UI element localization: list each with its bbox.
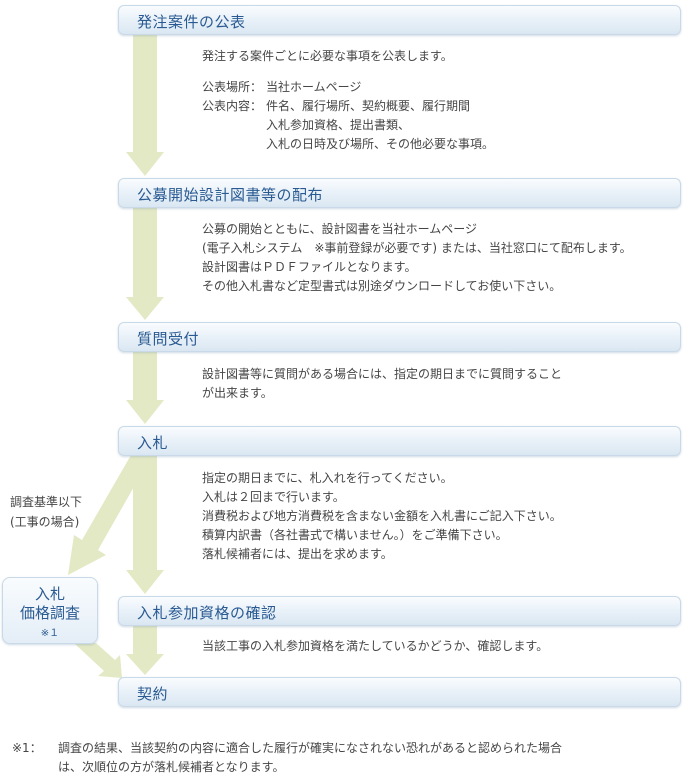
- step-bar-publication: 発注案件の公表: [118, 5, 681, 35]
- desc-line: 指定の期日までに、札入れを行ってください。: [202, 471, 453, 485]
- price-check-line1: 入札: [34, 585, 65, 603]
- desc-line: その他入札書など定型書式は別途ダウンロードしてお使い下さい。: [202, 279, 562, 293]
- place-label: 公表場所：: [202, 80, 263, 94]
- step-bar-contract: 契約: [118, 677, 681, 707]
- content-line: 入札参加資格、提出書類、: [266, 118, 411, 132]
- arrow-step1-to-step2: [126, 33, 164, 176]
- place-value: 当社ホームページ: [266, 80, 362, 94]
- desc-line: 落札候補者には、提出を求めます。: [202, 547, 393, 561]
- step-title: 入札: [137, 434, 169, 452]
- price-check-line2: 価格調査: [19, 604, 80, 622]
- footnote-mark: ※1：: [12, 741, 42, 755]
- desc-line: 公募の開始とともに、設計図書を当社ホームページ: [202, 222, 478, 236]
- step3-description: 設計図書等に質問がある場合には、指定の期日までに質問すること が出来ます。: [202, 365, 562, 403]
- step1-description: 発注する案件ごとに必要な事項を公表します。 公表場所：当社ホームページ 公表内容…: [202, 47, 494, 154]
- step1-intro: 発注する案件ごとに必要な事項を公表します。: [202, 49, 453, 63]
- step4-description: 指定の期日までに、札入れを行ってください。 入札は２回まで行います。 消費税およ…: [202, 469, 562, 564]
- content-line: 入札の日時及び場所、その他必要な事項。: [266, 137, 495, 151]
- desc-line: 設計図書はＰＤＦファイルとなります。: [202, 260, 417, 274]
- step-bar-document-distribution: 公募開始設計図書等の配布: [118, 178, 681, 208]
- step-bar-bidding: 入札: [118, 426, 681, 456]
- arrow-step5-to-contract: [126, 624, 164, 675]
- desc-line: 当該工事の入札参加資格を満たしているかどうか、確認します。: [202, 639, 549, 653]
- step-title: 公募開始設計図書等の配布: [137, 186, 324, 204]
- condition-line: (工事の場合): [10, 515, 80, 529]
- footnote-line: 調査の結果、当該契約の内容に適合した履行が確実になされない恐れがあると認められた…: [58, 741, 563, 755]
- desc-line: 入札は２回まで行います。: [202, 490, 345, 504]
- desc-line: (電子入札システム ※事前登録が必要です) または、当社窓口にて配布します。: [202, 241, 632, 255]
- price-check-note: ※１: [40, 628, 60, 639]
- step-title: 質問受付: [137, 330, 200, 348]
- step5-description: 当該工事の入札参加資格を満たしているかどうか、確認します。: [202, 637, 548, 656]
- arrow-step3-to-step4: [126, 352, 164, 424]
- condition-line: 調査基準以下: [10, 495, 83, 509]
- step2-description: 公募の開始とともに、設計図書を当社ホームページ (電子入札システム ※事前登録が…: [202, 220, 632, 296]
- arrow-step2-to-step3: [126, 205, 164, 320]
- step-title: 契約: [137, 685, 169, 703]
- arrow-step4-to-pricecheck: [68, 455, 152, 575]
- branch-condition: 調査基準以下 (工事の場合): [10, 492, 82, 532]
- step-title: 発注案件の公表: [137, 13, 246, 31]
- step-bar-qualification-check: 入札参加資格の確認: [118, 596, 681, 626]
- desc-line: 設計図書等に質問がある場合には、指定の期日までに質問すること: [202, 367, 563, 381]
- desc-line: が出来ます。: [202, 386, 273, 400]
- price-check-box: 入札 価格調査 ※１: [2, 577, 98, 644]
- content-label: 公表内容：: [202, 99, 263, 113]
- step-bar-questions: 質問受付: [118, 322, 681, 352]
- arrow-pricecheck-to-contract: [74, 643, 122, 678]
- step-title: 入札参加資格の確認: [137, 604, 277, 622]
- footnote-line: は、次順位の方が落札候補者となります。: [58, 760, 285, 774]
- desc-line: 積算内訳書（各社書式で構いません。）をご準備下さい。: [202, 528, 508, 542]
- desc-line: 消費税および地方消費税を含まない金額を入札書にご記入下さい。: [202, 509, 562, 523]
- arrow-step4-to-step5: [126, 455, 164, 594]
- footnote: ※1： 調査の結果、当該契約の内容に適合した履行が確実になされない恐れがあると認め…: [12, 739, 562, 777]
- content-line: 件名、履行場所、契約概要、履行期間: [266, 99, 471, 113]
